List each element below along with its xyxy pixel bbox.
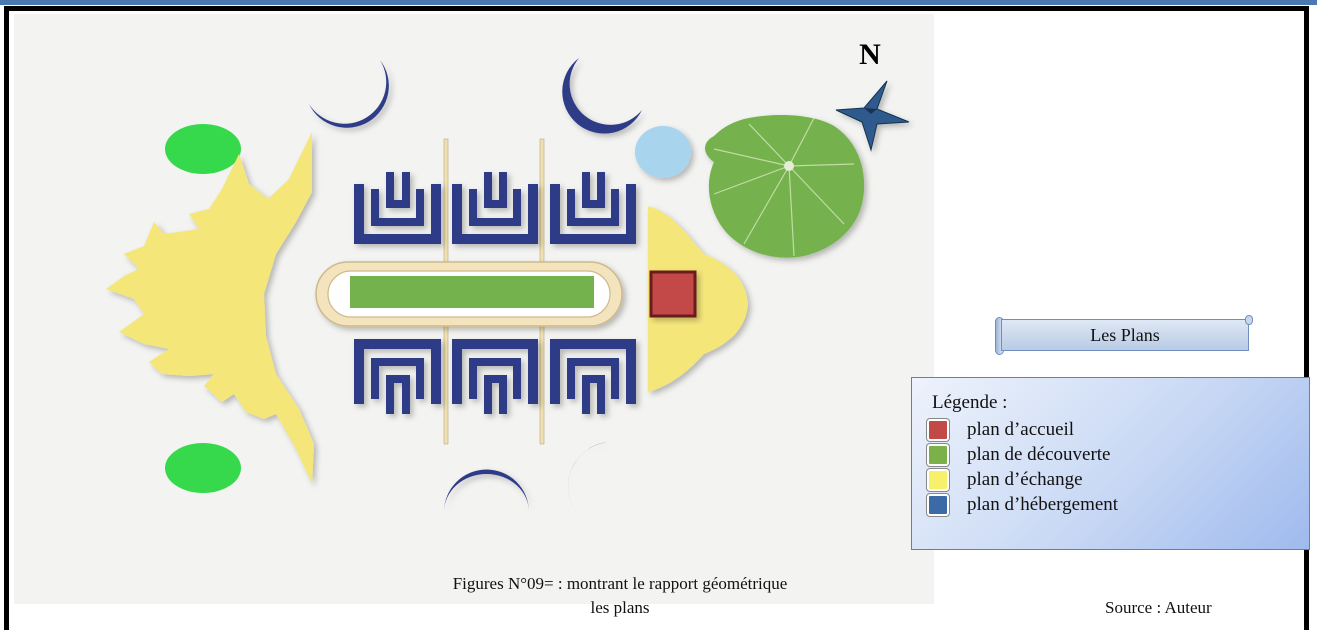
page-frame <box>4 6 1309 630</box>
banner-scroll-curl-right <box>1245 315 1253 325</box>
legend-title: Légende : <box>932 392 1008 413</box>
legend-label: plan d’accueil <box>967 418 1075 440</box>
moon-bottom-2 <box>444 469 529 512</box>
legend-label: plan d’échange <box>967 468 1083 490</box>
lodging-block-top-1 <box>354 172 441 244</box>
top-accent-bar <box>0 0 1317 5</box>
lodging-block-top-3 <box>550 172 636 244</box>
caption-line-2: les plans <box>590 598 650 617</box>
lodging-block-bottom-2 <box>452 339 538 414</box>
lodging-block-bottom-1 <box>354 339 441 414</box>
lodging-block-bottom-3 <box>550 339 636 414</box>
banner-label: Les Plans <box>1001 319 1249 351</box>
legend-swatch-green <box>927 443 949 466</box>
legend-swatch-blue <box>927 493 949 516</box>
discovery-green-strip <box>350 276 594 308</box>
plans-banner: Les Plans <box>995 315 1253 355</box>
compass-star-icon <box>835 80 910 152</box>
pool-circle <box>635 126 691 178</box>
legend-item-decouverte: plan de découverte <box>927 442 1309 467</box>
legend-label: plan d’hébergement <box>967 493 1119 515</box>
caption-line-1: Figures N°09= : montrant le rapport géom… <box>452 574 788 593</box>
master-plan-diagram: N <box>106 38 910 534</box>
moon-top-1 <box>309 60 389 128</box>
figure-caption: Figures N°09= : montrant le rapport géom… <box>360 572 880 620</box>
legend-swatch-red <box>927 418 949 441</box>
legend-item-accueil: plan d’accueil <box>927 417 1309 442</box>
yellow-exchange-apse-east <box>648 206 748 392</box>
lodging-block-top-2 <box>452 172 538 244</box>
reception-square <box>649 270 697 318</box>
moon-top-3 <box>562 58 642 134</box>
compass-letter: N <box>859 38 881 71</box>
moon-top-2 <box>446 60 530 122</box>
legend-item-echange: plan d’échange <box>927 467 1309 492</box>
moon-bottom-3 <box>568 441 644 519</box>
legend-item-hebergement: plan d’hébergement <box>927 492 1309 517</box>
yellow-exchange-wing-west <box>106 132 314 484</box>
legend-label: plan de découverte <box>967 443 1111 465</box>
source-credit: Source : Auteur <box>1105 598 1212 617</box>
green-oval-top <box>165 124 241 174</box>
legend-swatch-yellow <box>927 468 949 491</box>
green-oval-bottom <box>165 443 241 493</box>
discovery-garden <box>705 114 865 258</box>
legend-box: Légende : plan d’accueil plan de découve… <box>911 377 1310 550</box>
